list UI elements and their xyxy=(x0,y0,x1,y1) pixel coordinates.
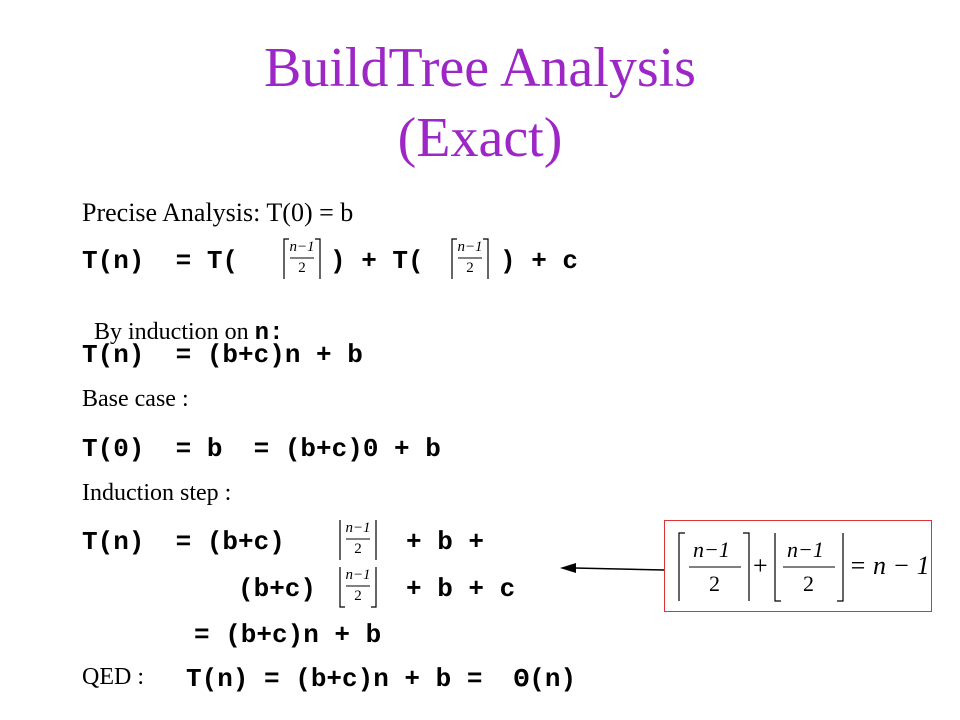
fraction-numerator: n−1 xyxy=(345,520,371,536)
base-case-label: Base case : xyxy=(82,386,189,412)
step2-part-b: + b + c xyxy=(406,574,516,604)
identity-callout-box: n−1 2 + n−1 2 = n − 1 xyxy=(664,520,932,612)
fraction-numerator: n−1 xyxy=(289,239,315,255)
fraction-numerator: n−1 xyxy=(457,239,483,255)
qed-equation: T(n) = (b+c)n + b = Θ(n) xyxy=(186,664,577,694)
induction-label: By induction on xyxy=(94,319,255,345)
recurrence-part-c: ) + c xyxy=(500,246,579,276)
callout-plus: + xyxy=(753,551,768,580)
ceil-fraction-1: n−1 2 xyxy=(280,237,324,281)
step2-part-a: (b+c) xyxy=(238,574,317,604)
qed-label: QED : xyxy=(82,664,144,690)
ceil-fraction-2: n−1 2 xyxy=(448,237,492,281)
slide-title-line2: (Exact) xyxy=(397,107,563,169)
step1-part-b: + b + xyxy=(406,527,485,557)
recurrence-part-b: ) + T( xyxy=(330,246,424,276)
callout-numerator-1: n−1 xyxy=(693,537,730,562)
step1-part-a: T(n) = (b+c) xyxy=(82,527,285,557)
induction-text: By induction on n: xyxy=(82,292,283,347)
induction-colon: : xyxy=(269,320,284,347)
floor-fraction-2: n−1 2 xyxy=(336,565,380,609)
fraction-denominator: 2 xyxy=(354,541,362,557)
fraction-denominator: 2 xyxy=(466,260,474,276)
callout-denominator-2: 2 xyxy=(803,571,814,596)
callout-numerator-2: n−1 xyxy=(787,537,824,562)
precise-analysis-line: Precise Analysis: T(0) = b xyxy=(82,198,354,227)
fraction-denominator: 2 xyxy=(298,260,306,276)
step3-line: = (b+c)n + b xyxy=(194,620,382,650)
base-case-equation: T(0) = b = (b+c)0 + b xyxy=(82,434,441,464)
callout-denominator-1: 2 xyxy=(709,571,720,596)
recurrence-part-a: T(n) = T( xyxy=(82,246,239,276)
induction-step-label: Induction step : xyxy=(82,480,232,506)
fraction-numerator: n−1 xyxy=(345,567,371,583)
fraction-denominator: 2 xyxy=(354,588,362,604)
hypothesis-line: T(n) = (b+c)n + b xyxy=(82,340,363,370)
callout-equals: = n − 1 xyxy=(849,551,930,580)
induction-variable: n xyxy=(254,320,270,347)
slide-title-line1: BuildTree Analysis xyxy=(264,37,696,99)
floor-fraction-1: n−1 2 xyxy=(336,518,380,562)
